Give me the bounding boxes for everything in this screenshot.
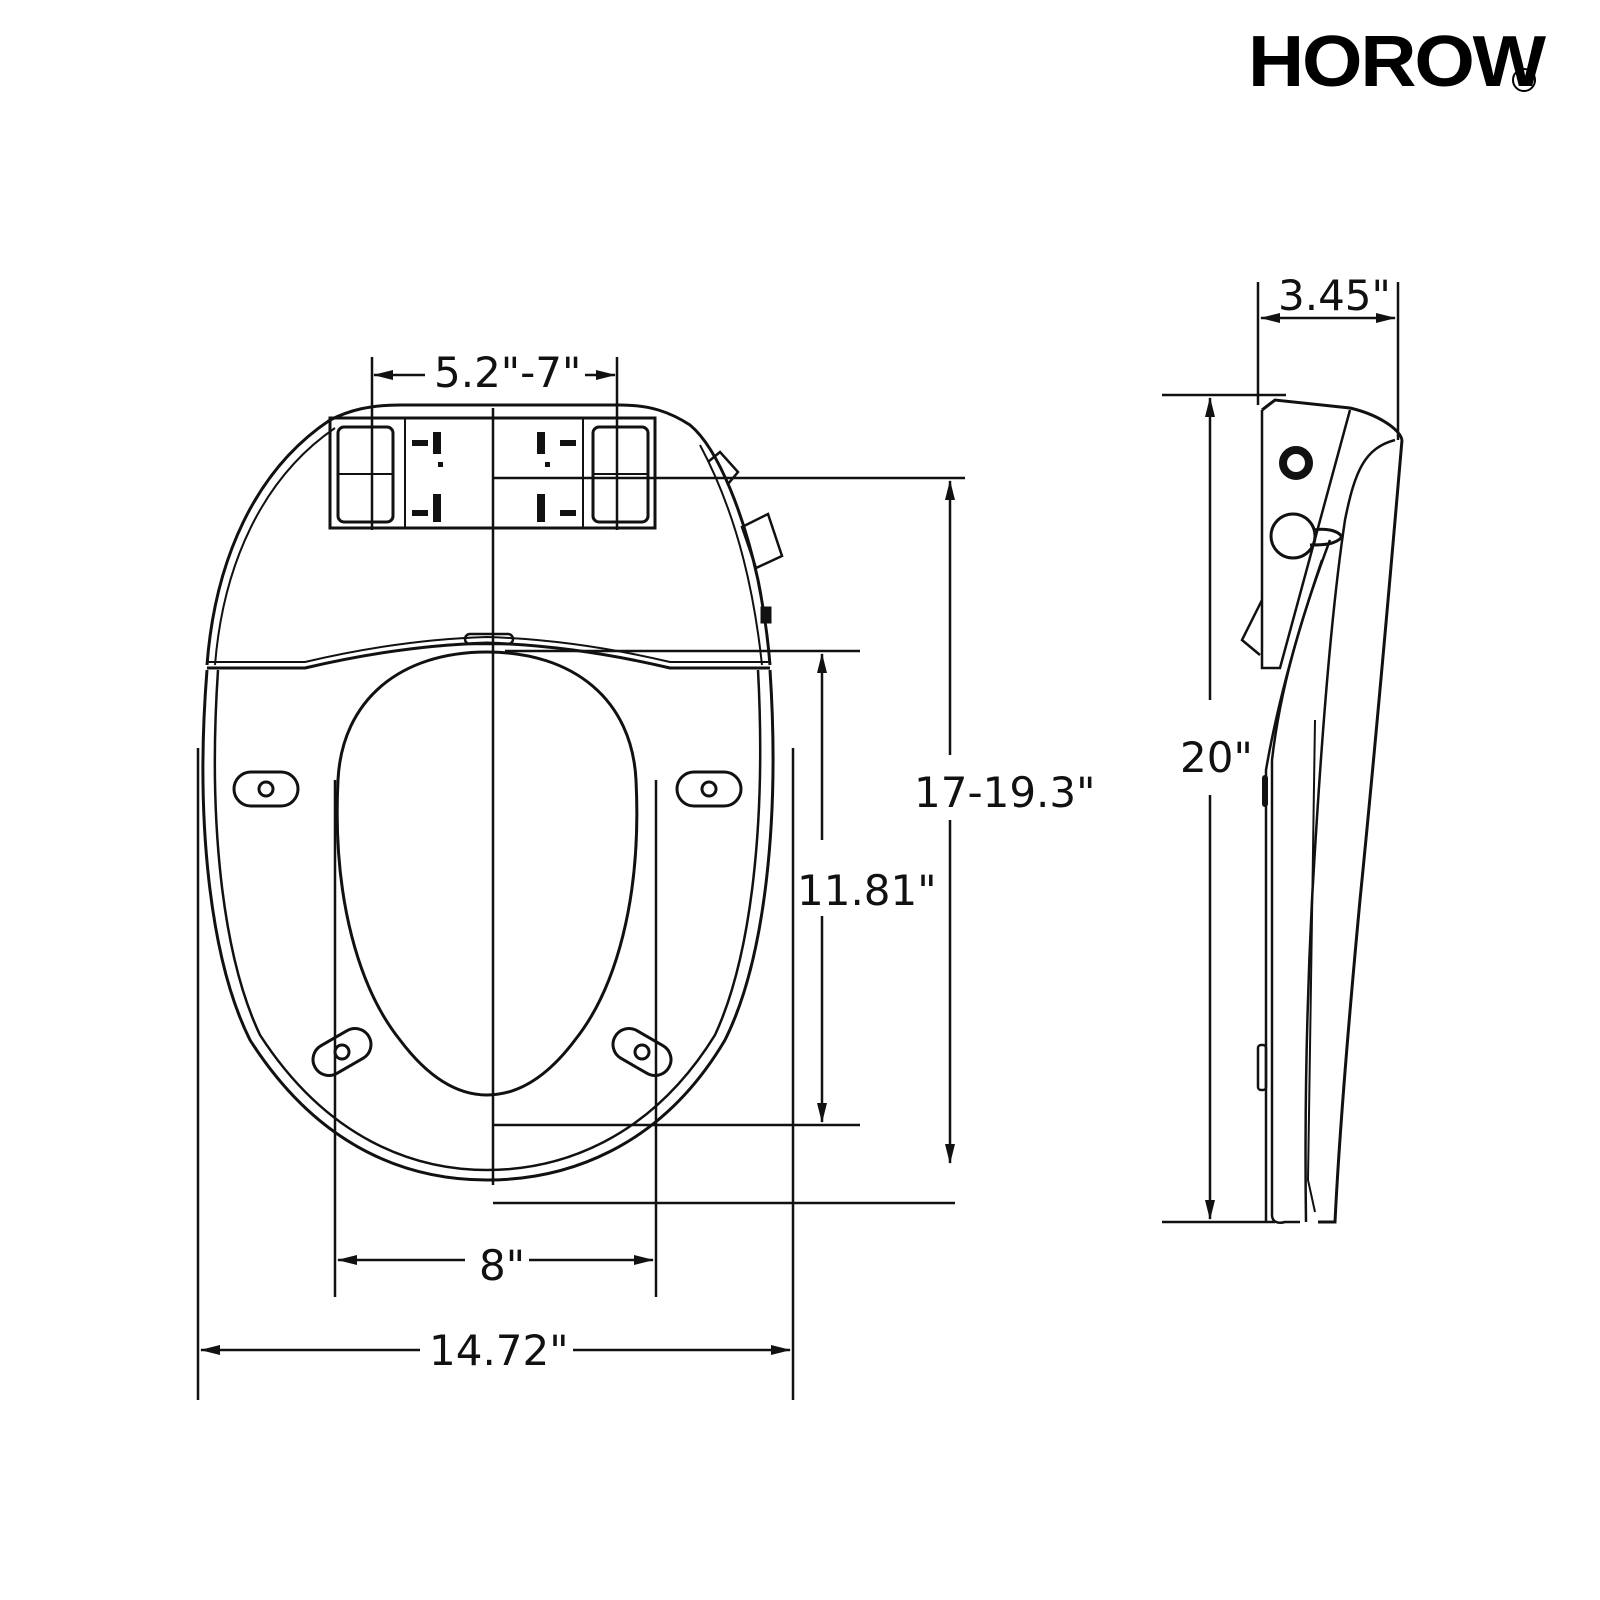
side-housing (1261, 398, 1404, 441)
dim-opening-length: 11.81" (795, 866, 939, 916)
seat-inner-outline (213, 669, 762, 1172)
bumper-slot (311, 1027, 373, 1077)
housing-front-edge (207, 641, 770, 670)
side-hinge-lever (1269, 512, 1317, 560)
dim-side-depth: 3.45" (1278, 271, 1391, 320)
housing-outline (205, 403, 772, 666)
dim-hinge-spacing: 5.2"-7" (430, 352, 586, 394)
dim-side-height: 20" (1178, 733, 1255, 783)
side-seat (1270, 539, 1332, 1224)
housing-inner (214, 427, 336, 666)
dimension-lines (196, 357, 965, 1400)
top-view (201, 403, 784, 1185)
side-lid-outer (1318, 439, 1404, 1224)
side-knob (1279, 446, 1313, 480)
bumper-slot (611, 1027, 673, 1077)
brand-logo: HOROW (1248, 22, 1546, 102)
dim-overall-width: 14.72" (425, 1330, 573, 1372)
side-control-2 (740, 512, 784, 570)
dim-total-length: 17-19.3" (912, 768, 1098, 818)
dim-opening-width: 8" (475, 1245, 530, 1287)
bumper-slot (232, 770, 300, 808)
side-lid-inner (1304, 438, 1396, 1223)
registered-mark: R (1512, 68, 1536, 92)
side-view (1240, 398, 1404, 1224)
bumper-slot (675, 770, 743, 808)
seat-opening (335, 650, 639, 1097)
seat-outline (201, 669, 775, 1182)
